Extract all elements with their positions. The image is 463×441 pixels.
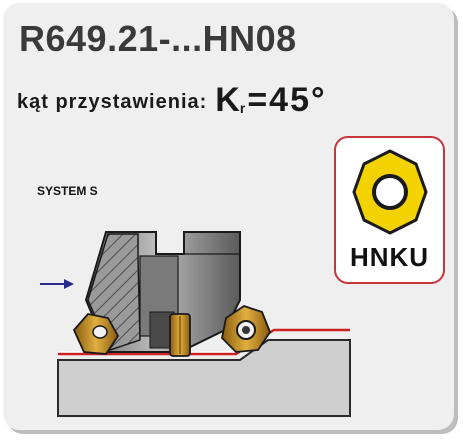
diagram-card: R649.21-...HN08 kąt przystawienia: K r =… — [3, 3, 454, 430]
entering-angle-row: kąt przystawienia: K r =45° — [17, 83, 327, 117]
system-label: SYSTEM S — [37, 184, 98, 198]
page-title: R649.21-...HN08 — [19, 18, 297, 59]
right-insert — [221, 305, 272, 353]
hexagonal-insert-icon — [352, 149, 428, 235]
center-insert — [169, 313, 191, 357]
insert-box: HNKU — [334, 136, 445, 284]
entering-angle-label: kąt przystawienia: — [17, 91, 208, 113]
insert-hole — [372, 174, 408, 210]
left-insert — [72, 313, 120, 355]
entering-angle-value: =45° — [247, 81, 327, 119]
insert-name: HNKU — [349, 242, 430, 272]
kr-subscript: r — [239, 100, 246, 116]
workpiece — [57, 339, 351, 417]
kr-symbol: K — [215, 81, 240, 119]
feed-arrow-icon — [40, 279, 74, 289]
